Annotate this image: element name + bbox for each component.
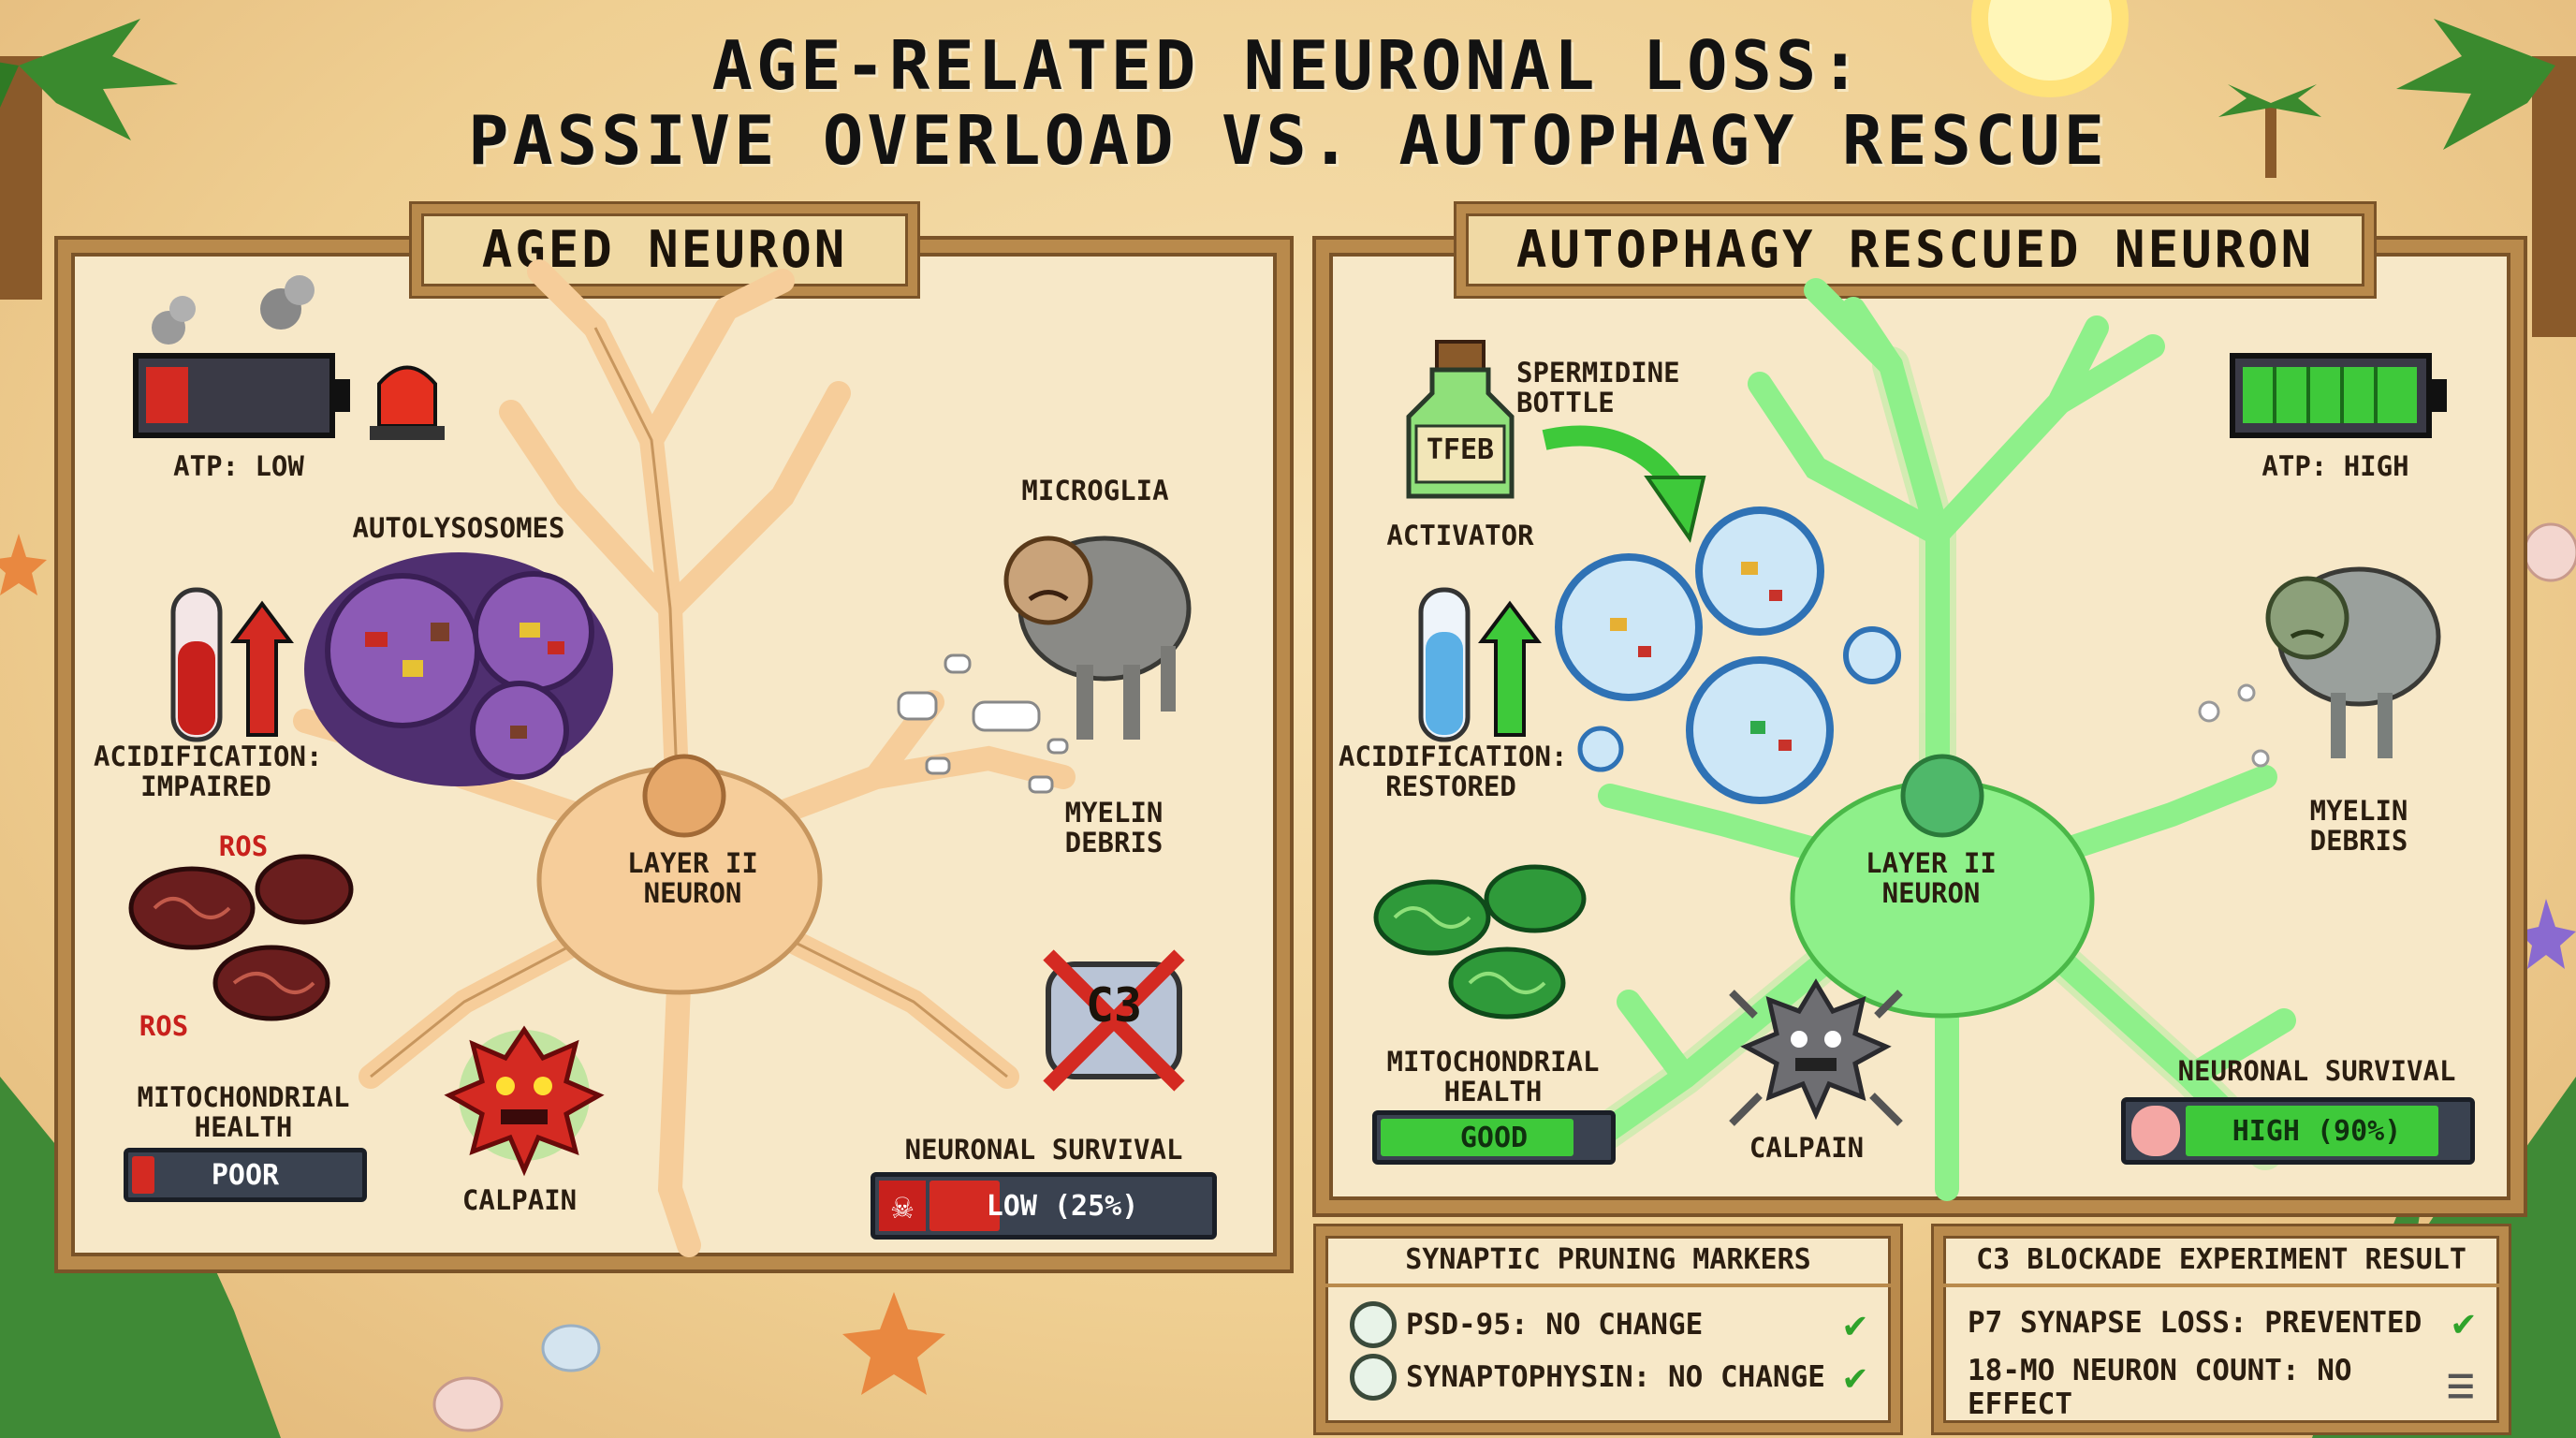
healthy-mitochondria-icon bbox=[1373, 864, 1587, 1020]
left-atp-label: ATP: LOW bbox=[173, 450, 304, 482]
left-neuron-label-2: NEURON bbox=[643, 877, 742, 909]
activator-label: ACTIVATOR bbox=[1386, 520, 1534, 551]
chained-calpain-icon bbox=[1729, 978, 1903, 1126]
aged-neuron-heading: AGED NEURON bbox=[412, 204, 917, 296]
alarm-light-icon bbox=[370, 365, 445, 440]
left-survival-label: NEURONAL SURVIVAL bbox=[904, 1134, 1183, 1166]
shell-icon bbox=[2523, 522, 2576, 582]
right-survival-label: NEURONAL SURVIVAL bbox=[2177, 1055, 2456, 1087]
autolysosomes-icon bbox=[304, 552, 613, 786]
pruning-row-text: SYNAPTOPHYSIN: NO CHANGE bbox=[1406, 1360, 1825, 1394]
c3-row: 18-MO NEURON COUNT: NO EFFECT ☰ bbox=[1968, 1354, 2475, 1421]
left-myelin-label-1: MYELIN bbox=[1064, 797, 1164, 829]
synaptic-pruning-box: SYNAPTIC PRUNING MARKERS PSD-95: NO CHAN… bbox=[1316, 1226, 1900, 1432]
right-acidification-label-1: ACIDIFICATION: bbox=[1339, 741, 1568, 772]
bottle-label-2: BOTTLE bbox=[1516, 387, 1615, 418]
shell-icon bbox=[432, 1376, 504, 1432]
small-debris-icon bbox=[2198, 683, 2270, 768]
left-acidification-label-1: ACIDIFICATION: bbox=[94, 741, 323, 772]
smoke-icon bbox=[152, 275, 315, 345]
ros-label-2: ROS bbox=[139, 1010, 189, 1042]
starfish-icon bbox=[2518, 899, 2576, 969]
tfeb-bottle-text: TFEB bbox=[1426, 433, 1495, 466]
left-mito-label-1: MITOCHONDRIAL bbox=[137, 1081, 350, 1113]
sun-icon bbox=[1971, 0, 2129, 97]
left-survival-text: LOW (25%) bbox=[986, 1189, 1139, 1223]
gauge-icon bbox=[1350, 1354, 1397, 1401]
palm-tree-right-icon bbox=[2396, 19, 2576, 337]
test-tube-blue-icon bbox=[1418, 587, 1542, 742]
myelin-debris-fragments-icon bbox=[897, 653, 1069, 794]
shell-icon bbox=[541, 1324, 601, 1372]
left-microglia-label: MICROGLIA bbox=[1021, 475, 1169, 506]
left-acidification-label-2: IMPAIRED bbox=[140, 770, 271, 802]
c3-row-text: 18-MO NEURON COUNT: NO EFFECT bbox=[1968, 1354, 2352, 1421]
right-mito-label-2: HEALTH bbox=[1443, 1076, 1543, 1108]
right-mito-label-1: MITOCHONDRIAL bbox=[1386, 1046, 1600, 1078]
green-arrow-icon bbox=[1542, 425, 1706, 543]
left-mito-health-fill bbox=[132, 1156, 155, 1194]
damaged-mitochondria-icon bbox=[128, 854, 354, 1021]
right-mito-status: GOOD bbox=[1459, 1121, 1529, 1154]
battery-low-icon bbox=[133, 353, 350, 438]
gauge-icon bbox=[1350, 1301, 1397, 1348]
left-mito-label-2: HEALTH bbox=[194, 1111, 293, 1143]
left-mito-status: POOR bbox=[211, 1158, 280, 1192]
left-calpain-label: CALPAIN bbox=[461, 1184, 578, 1216]
right-mito-health-bar: GOOD bbox=[1372, 1110, 1616, 1165]
check-icon: ✔ bbox=[1843, 1303, 1866, 1346]
small-palm-icon bbox=[2218, 84, 2321, 178]
c3-label: C3 bbox=[1085, 978, 1143, 1033]
title-line-1: AGE-RELATED NEURONAL LOSS: bbox=[711, 26, 1865, 105]
c3-blockade-box: C3 BLOCKADE EXPERIMENT RESULT P7 SYNAPSE… bbox=[1934, 1226, 2509, 1432]
left-mito-health-bar: POOR bbox=[124, 1148, 367, 1202]
right-survival-bar: HIGH (90%) bbox=[2121, 1097, 2475, 1165]
test-tube-red-icon bbox=[170, 587, 294, 742]
right-mito-health-fill bbox=[1381, 1119, 1573, 1156]
stack-icon: ☰ bbox=[2446, 1369, 2475, 1406]
spermidine-bottle-icon bbox=[1406, 340, 1515, 499]
c3-blocked-icon bbox=[1043, 949, 1185, 1092]
ros-label-1: ROS bbox=[218, 830, 269, 862]
sad-microglia-icon bbox=[1003, 536, 1192, 740]
left-survival-bar: ☠ LOW (25%) bbox=[871, 1172, 1217, 1240]
left-myelin-label-2: DEBRIS bbox=[1064, 827, 1164, 858]
pruning-row-text: PSD-95: NO CHANGE bbox=[1406, 1308, 1704, 1342]
rescued-neuron-heading: AUTOPHAGY RESCUED NEURON bbox=[1456, 204, 2374, 296]
right-neuron-label-2: NEURON bbox=[1881, 877, 1981, 909]
title-line-2: PASSIVE OVERLOAD VS. AUTOPHAGY RESCUE bbox=[468, 101, 2108, 180]
right-neuron-label-1: LAYER II bbox=[1866, 847, 1997, 879]
c3-row-text: P7 SYNAPSE LOSS: PREVENTED bbox=[1968, 1306, 2422, 1340]
c3-box-title: C3 BLOCKADE EXPERIMENT RESULT bbox=[1943, 1243, 2499, 1287]
autolysosomes-label: AUTOLYSOSOMES bbox=[352, 512, 565, 544]
left-neuron-label-1: LAYER II bbox=[627, 847, 758, 879]
skull-icon: ☠ bbox=[879, 1181, 926, 1231]
right-atp-label: ATP: HIGH bbox=[2261, 450, 2409, 482]
healthy-lysosomes-icon bbox=[1555, 506, 1901, 804]
right-myelin-label-1: MYELIN bbox=[2309, 795, 2408, 827]
c3-row: P7 SYNAPSE LOSS: PREVENTED ✔ bbox=[1968, 1301, 2475, 1344]
starfish-icon bbox=[842, 1292, 945, 1395]
right-survival-fill bbox=[2186, 1106, 2438, 1156]
palm-tree-left-icon bbox=[0, 19, 178, 300]
right-survival-text: HIGH (90%) bbox=[2232, 1114, 2402, 1148]
brain-icon bbox=[2131, 1106, 2180, 1156]
calpain-monster-icon bbox=[444, 1025, 605, 1177]
pruning-row: SYNAPTOPHYSIN: NO CHANGE ✔ bbox=[1350, 1354, 1866, 1401]
right-calpain-label: CALPAIN bbox=[1749, 1132, 1865, 1164]
battery-high-icon bbox=[2230, 353, 2447, 438]
right-acidification-label-2: RESTORED bbox=[1385, 770, 1516, 802]
pruning-box-title: SYNAPTIC PRUNING MARKERS bbox=[1325, 1243, 1891, 1287]
calm-microglia-icon bbox=[2265, 566, 2441, 758]
right-myelin-label-2: DEBRIS bbox=[2309, 825, 2408, 857]
check-icon: ✔ bbox=[2452, 1301, 2475, 1344]
starfish-icon bbox=[0, 534, 47, 595]
bottle-label-1: SPERMIDINE bbox=[1516, 357, 1680, 389]
left-survival-fill bbox=[929, 1181, 1000, 1231]
pruning-row: PSD-95: NO CHANGE ✔ bbox=[1350, 1301, 1866, 1348]
check-icon: ✔ bbox=[1843, 1356, 1866, 1399]
